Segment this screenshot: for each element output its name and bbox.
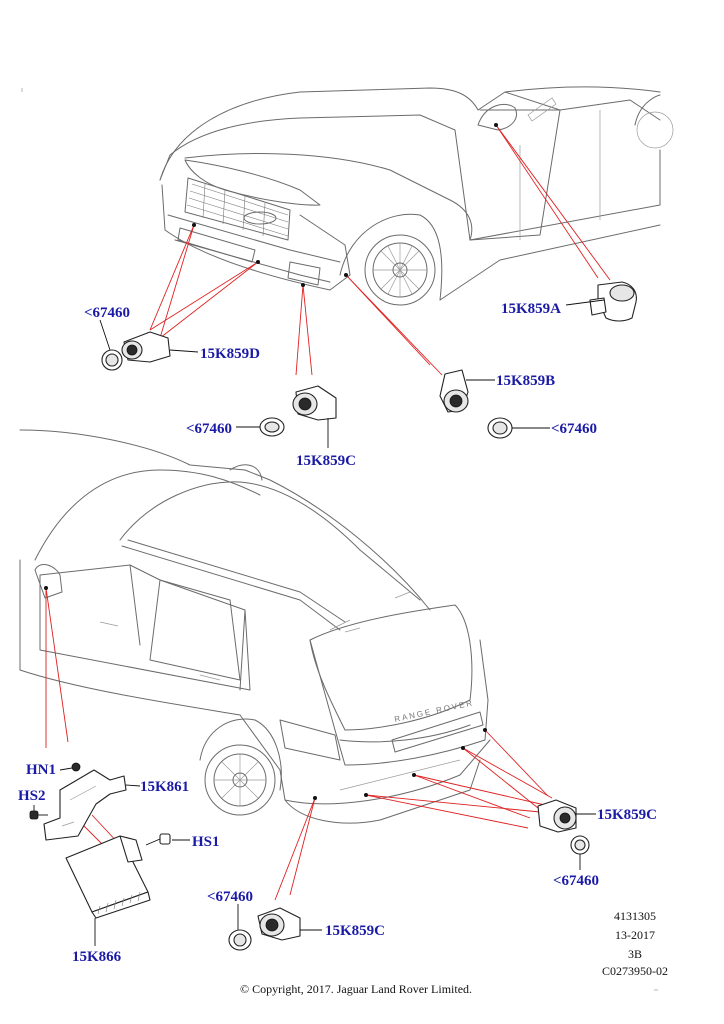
nut-hn1 <box>71 762 81 772</box>
grommet-front-left <box>101 349 123 371</box>
reference-number: 4131305 <box>614 909 656 923</box>
label-hn1: HN1 <box>26 762 56 778</box>
label-15k866: 15K866 <box>72 949 122 965</box>
copyright-footer: © Copyright, 2017. Jaguar Land Rover Lim… <box>240 982 472 996</box>
front-vehicle-illustration <box>21 86 674 991</box>
label-15k859c-rear: 15K859C <box>597 807 657 823</box>
label-15k859d: 15K859D <box>200 346 260 362</box>
screw-hs2 <box>29 810 48 820</box>
screw-hs1 <box>145 833 171 846</box>
sensor-15k859a <box>589 281 637 322</box>
location-dots <box>44 123 498 800</box>
label-grommet-67460-front-side: <67460 <box>551 421 597 437</box>
rear-vehicle-illustration: RANGE ROVER <box>19 429 491 824</box>
callout-leaders <box>45 124 611 901</box>
reference-code: C0273950-02 <box>602 964 668 978</box>
sensor-15k859b <box>439 369 469 413</box>
label-hs2: HS2 <box>18 788 46 804</box>
sensor-15k859c-front <box>292 385 337 421</box>
sensor-15k859c-rear <box>537 799 577 833</box>
label-hs1: HS1 <box>192 834 220 850</box>
label-grommet-67460-front-centre: <67460 <box>186 421 232 437</box>
label-15k861: 15K861 <box>140 779 189 795</box>
label-15k859c-front: 15K859C <box>296 453 356 469</box>
sensor-15k859c-bottom <box>257 907 301 941</box>
grommet-rear-right <box>570 835 590 855</box>
label-15k859c-bottom: 15K859C <box>325 923 385 939</box>
reference-revision: 3B <box>628 947 642 961</box>
label-15k859a: 15K859A <box>501 301 561 317</box>
reference-date: 13-2017 <box>615 928 655 942</box>
label-leaders <box>33 299 605 946</box>
grommet-front-side <box>487 417 513 439</box>
svg-text:RANGE ROVER: RANGE ROVER <box>394 698 475 724</box>
grommet-rear-bottom <box>228 929 252 951</box>
bracket-15k861 <box>43 769 127 841</box>
grommet-front-centre <box>259 417 285 437</box>
label-grommet-67460-rear: <67460 <box>553 873 599 889</box>
label-grommet-67460-bottom: <67460 <box>207 889 253 905</box>
module-15k866 <box>65 835 151 919</box>
sensor-15k859d <box>121 331 171 363</box>
label-15k859b: 15K859B <box>496 373 555 389</box>
label-grommet-67460-front-left: <67460 <box>84 305 130 321</box>
